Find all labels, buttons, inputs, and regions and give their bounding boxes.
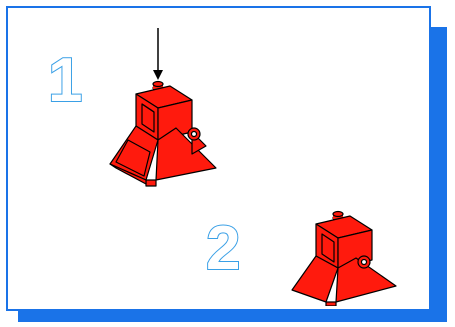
instruction-panel: 1 2 — [6, 6, 431, 311]
step-number-2: 2 — [205, 214, 242, 283]
step-1-part-illustration — [109, 28, 217, 187]
red-lego-hinge-bracket — [291, 210, 397, 306]
step-2-part-illustration — [291, 210, 397, 306]
down-arrow-icon — [153, 28, 163, 80]
red-lego-hinge-bracket — [109, 80, 217, 187]
step-number-1: 1 — [47, 46, 84, 115]
